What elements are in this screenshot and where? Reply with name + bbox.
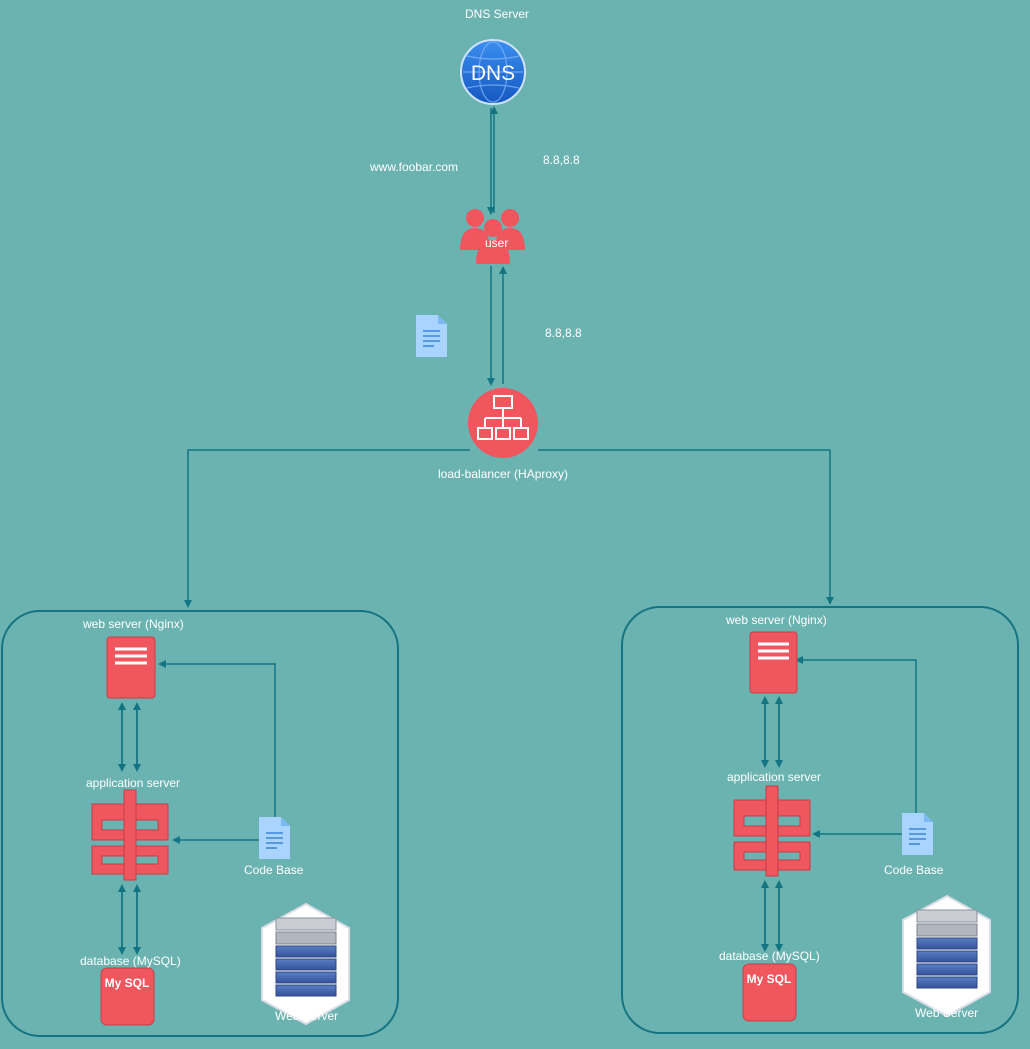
app-server-label: application server: [86, 776, 181, 790]
web-server-icon[interactable]: [106, 636, 156, 699]
dns-icon-text: DNS: [471, 62, 515, 85]
user-label: user: [485, 236, 509, 250]
code-base-label: Code Base: [244, 863, 304, 877]
web-server-icon[interactable]: [749, 631, 798, 694]
server-rack-label: Web Server: [915, 1006, 979, 1020]
code-base-document-icon: [259, 817, 290, 859]
ip-label-middle: 8.8,8.8: [545, 326, 582, 340]
domain-label: www.foobar.com: [370, 160, 459, 174]
load-balancer-icon[interactable]: [468, 388, 538, 458]
dns-icon[interactable]: DNS: [460, 39, 526, 105]
mysql-icon-text-1: My SQL: [105, 976, 150, 990]
database-label: database (MySQL): [719, 949, 820, 963]
mysql-icon-text-2: My SQL: [747, 972, 792, 986]
load-balancer-label: load-balancer (HAproxy): [438, 467, 569, 481]
app-server-icon[interactable]: [91, 789, 169, 881]
cluster-2-container: [621, 606, 1019, 1034]
cluster-1-container: [1, 610, 399, 1037]
code-base-label: Code Base: [884, 863, 944, 877]
users-group-icon[interactable]: [460, 209, 525, 264]
app-server-icon[interactable]: [733, 785, 811, 877]
app-server-label: application server: [727, 770, 822, 784]
database-label: database (MySQL): [80, 954, 181, 968]
document-icon: [416, 315, 447, 357]
server-rack-label: Web Server: [275, 1009, 339, 1023]
cluster-2-connectors: [761, 656, 917, 952]
web-server-label: web server (Nginx): [726, 613, 827, 627]
mysql-database-icon[interactable]: My SQL: [100, 967, 155, 1026]
dns-user-connectors: [184, 106, 834, 608]
server-rack-icon: [902, 894, 991, 1018]
dns-server-label: DNS Server: [465, 7, 530, 21]
ip-label-top: 8.8,8.8: [543, 153, 580, 167]
mysql-database-icon[interactable]: My SQL: [742, 963, 797, 1022]
web-server-label: web server (Nginx): [83, 617, 184, 631]
server-rack-icon: [261, 902, 350, 1026]
code-base-document-icon: [902, 813, 933, 855]
cluster-1-connectors: [118, 660, 276, 955]
